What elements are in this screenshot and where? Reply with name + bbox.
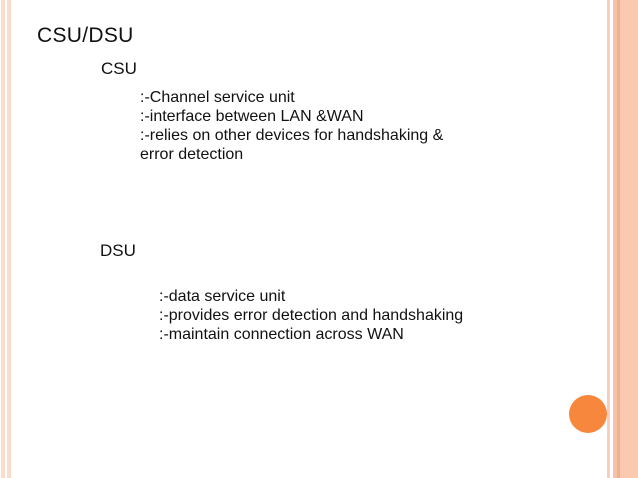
text-line: :-interface between LAN &WAN xyxy=(140,108,364,125)
text-line: :-Channel service unit xyxy=(140,89,295,106)
section-heading-csu: CSU xyxy=(101,59,137,78)
section-heading-dsu: DSU xyxy=(100,241,136,260)
slide-title: CSU/DSU xyxy=(37,24,134,47)
text-line: :-maintain connection across WAN xyxy=(159,326,404,343)
accent-circle xyxy=(569,395,607,433)
text-line: :-relies on other devices for handshakin… xyxy=(140,127,444,144)
text-line: error detection xyxy=(140,146,244,163)
dsu-text-block: :-data service unit :-provides error det… xyxy=(159,287,463,344)
csu-text-block: :-Channel service unit :-interface betwe… xyxy=(140,88,443,164)
text-line: :-provides error detection and handshaki… xyxy=(159,307,464,324)
left-border-stripes xyxy=(0,0,12,478)
text-line: :-data service unit xyxy=(159,288,286,305)
right-border-stripes xyxy=(604,0,638,478)
